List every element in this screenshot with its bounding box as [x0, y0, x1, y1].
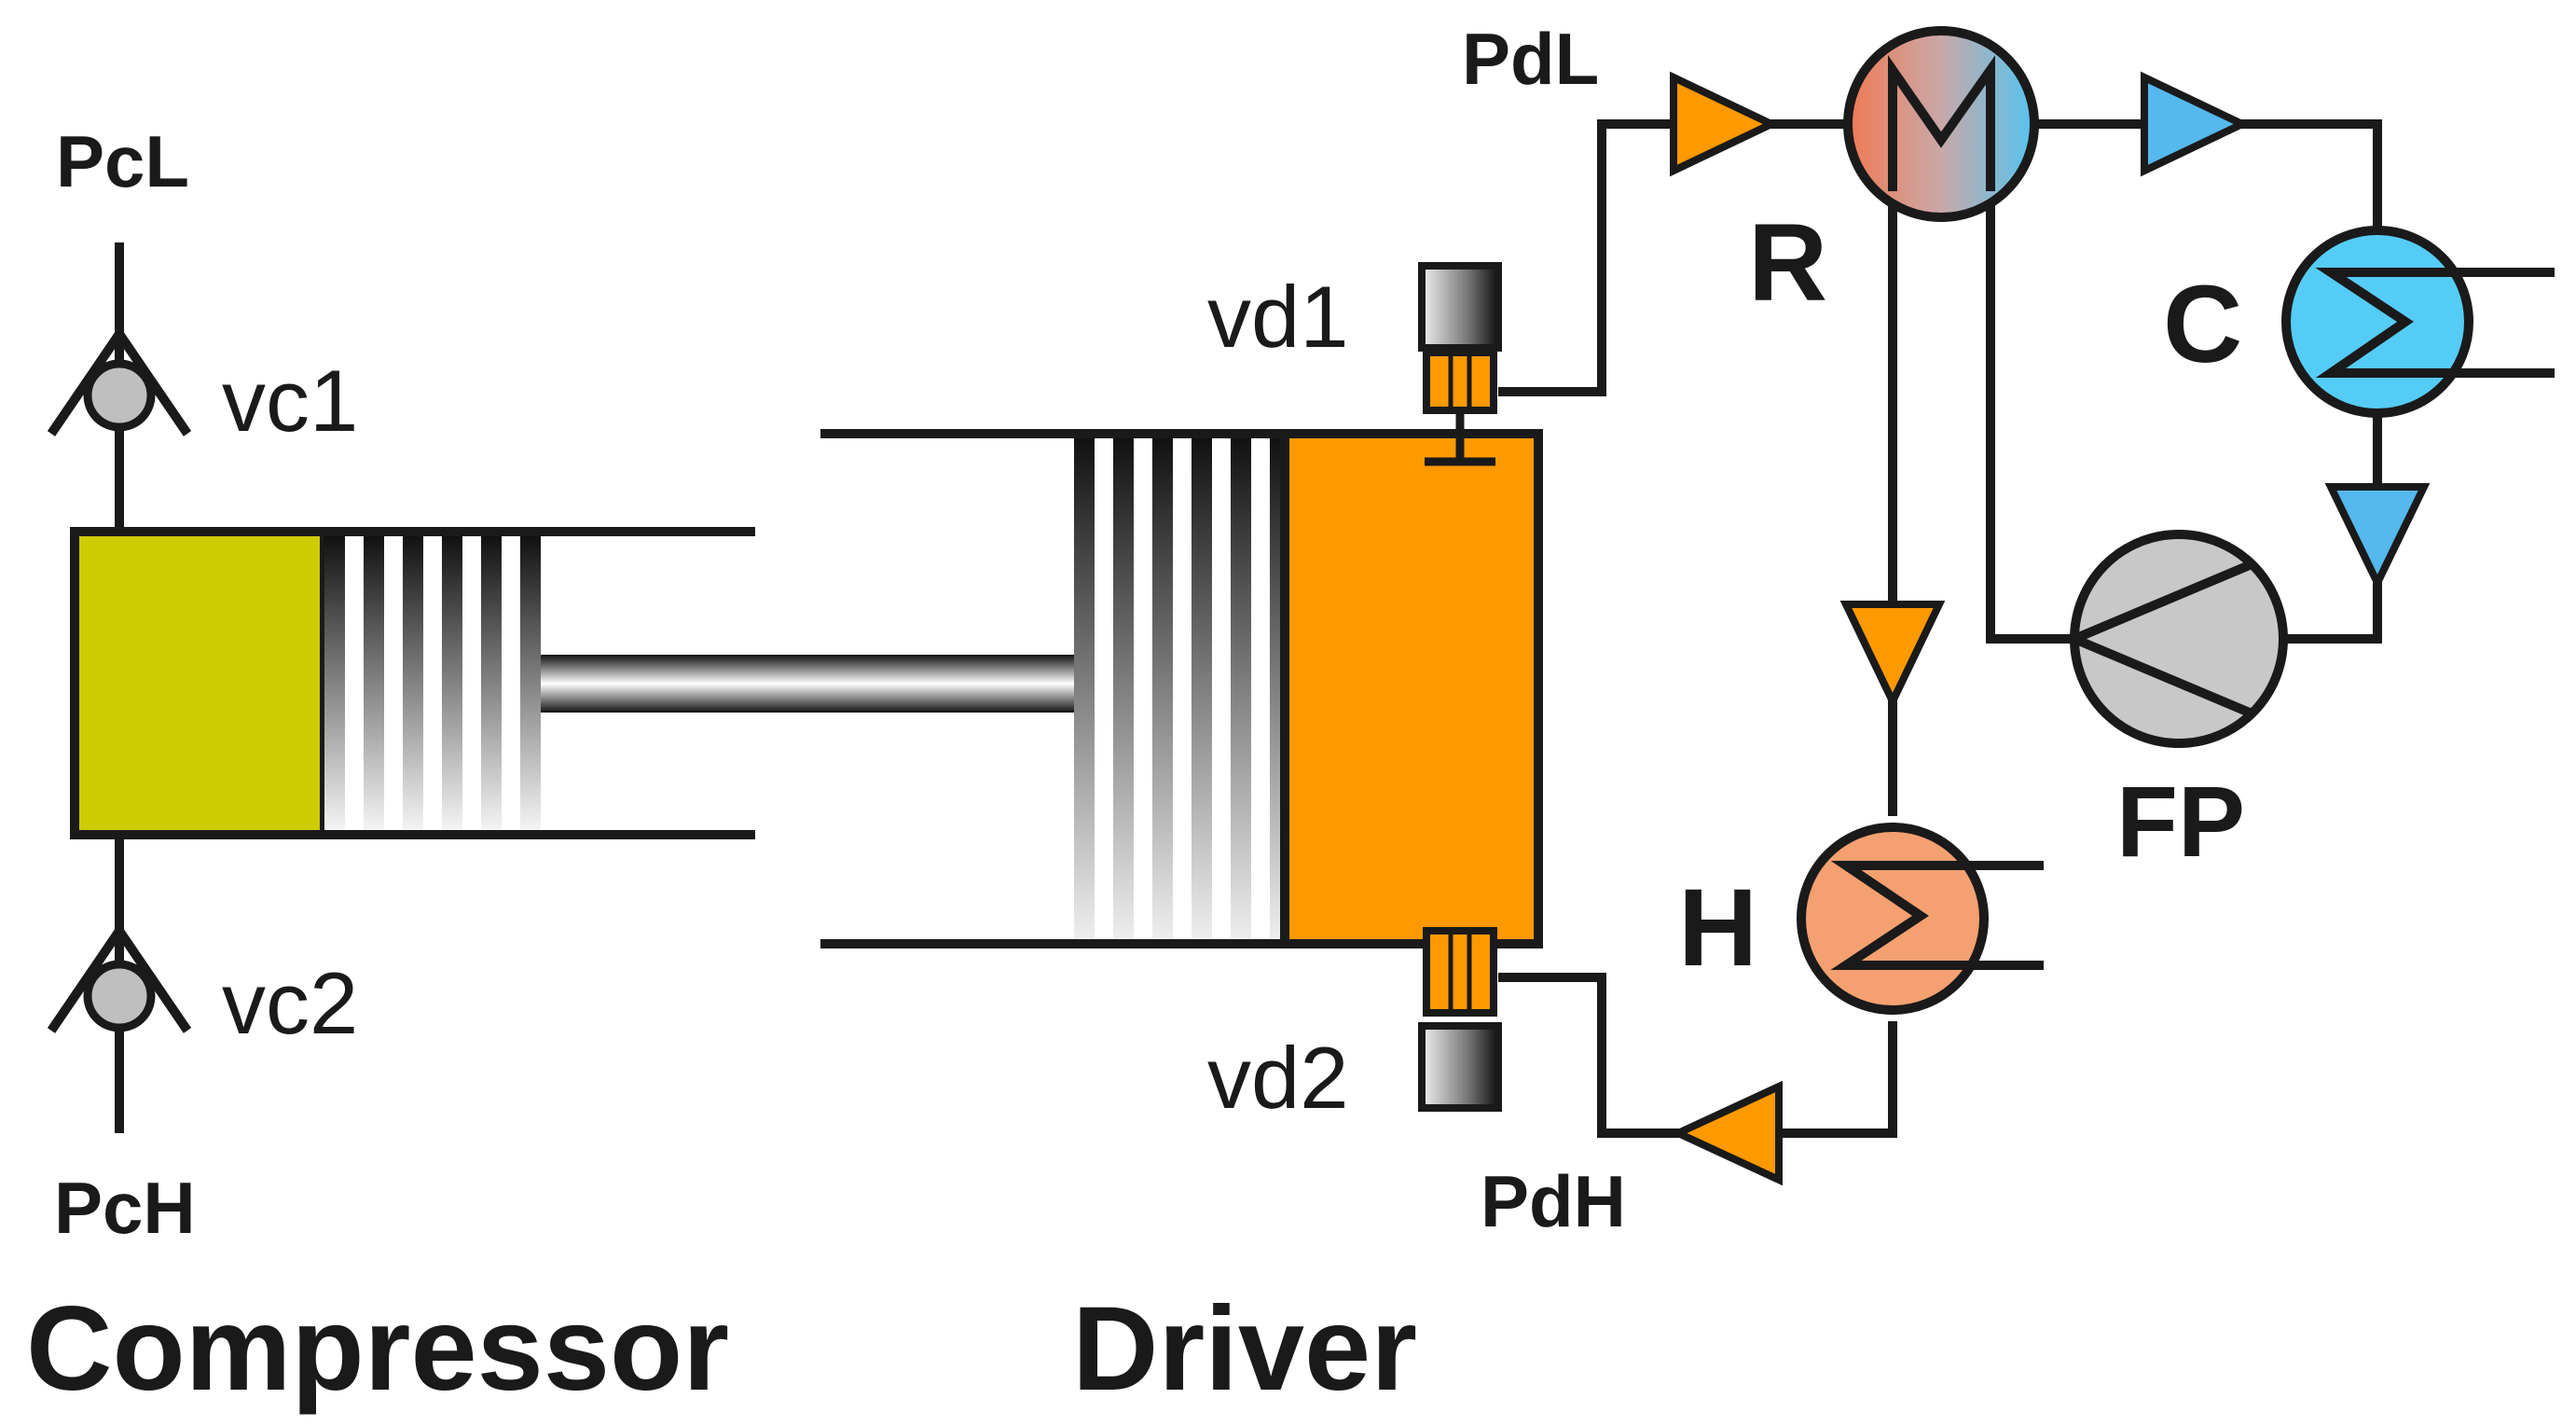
label-compressor: Compressor: [26, 1282, 729, 1416]
compressor-chamber: [70, 527, 329, 839]
flow-arrows: [1669, 71, 2431, 1186]
driver-piston: [1074, 438, 1290, 939]
label-pdh: PdH: [1481, 1160, 1626, 1242]
cooler: [2281, 226, 2499, 418]
driver-assembly: [820, 262, 1543, 1112]
slide-valve-vd1: [1418, 262, 1502, 466]
label-pdl: PdL: [1462, 18, 1599, 100]
pdh-line: [1498, 973, 1897, 1138]
label-vc2: vc2: [222, 954, 358, 1052]
r-to-h-arrow: [1839, 601, 1946, 711]
fluid-pump: [2062, 530, 2288, 748]
vc1-seat: [47, 329, 192, 436]
r-to-c-arrow: [2141, 71, 2252, 177]
label-h: H: [1678, 866, 1757, 990]
label-vd1: vd1: [1207, 268, 1349, 366]
pdh-arrow: [1669, 1080, 1783, 1186]
driver-chamber: [1280, 429, 1543, 948]
vd1-spool: [1423, 349, 1497, 414]
heater-sigma: [1830, 861, 2014, 970]
heater-circle: [1797, 823, 1989, 1015]
cooler-sigma: [2315, 268, 2499, 378]
vd2-spool: [1423, 927, 1497, 1017]
check-valve-vc1: [47, 329, 192, 436]
label-vd2: vd2: [1207, 1029, 1349, 1127]
cooler-circle: [2281, 226, 2473, 418]
c-to-fp-arrow: [2324, 483, 2431, 592]
fp-to-r-line: [1986, 205, 2074, 644]
vc2-seat: [47, 926, 192, 1033]
label-driver: Driver: [1072, 1282, 1417, 1416]
compressor-piston: [324, 536, 541, 830]
label-vc1: vc1: [222, 352, 358, 450]
piston-rod: [541, 655, 1077, 713]
label-c: C: [2163, 263, 2242, 386]
c-to-fp-line: [2284, 390, 2382, 644]
regenerator: [1843, 26, 2039, 222]
vd2-body: [1418, 1022, 1502, 1112]
slide-valve-vd2: [1418, 927, 1502, 1112]
regenerator-m-symbol: [1888, 55, 1995, 191]
label-pcl: PcL: [56, 120, 189, 202]
heater: [1797, 823, 2014, 1015]
pdl-arrow: [1670, 71, 1781, 177]
label-r: R: [1748, 201, 1827, 325]
vd1-body: [1418, 262, 1502, 352]
regenerator-circle: [1843, 26, 2039, 222]
check-valve-vc2: [47, 926, 192, 1033]
label-fp: FP: [2116, 765, 2245, 878]
vc2-ball: [83, 960, 156, 1032]
fluid-pump-triangle: [2062, 560, 2253, 718]
vc1-ball: [83, 359, 156, 432]
label-pch: PcH: [54, 1167, 196, 1249]
compressor-assembly: [47, 242, 755, 1133]
